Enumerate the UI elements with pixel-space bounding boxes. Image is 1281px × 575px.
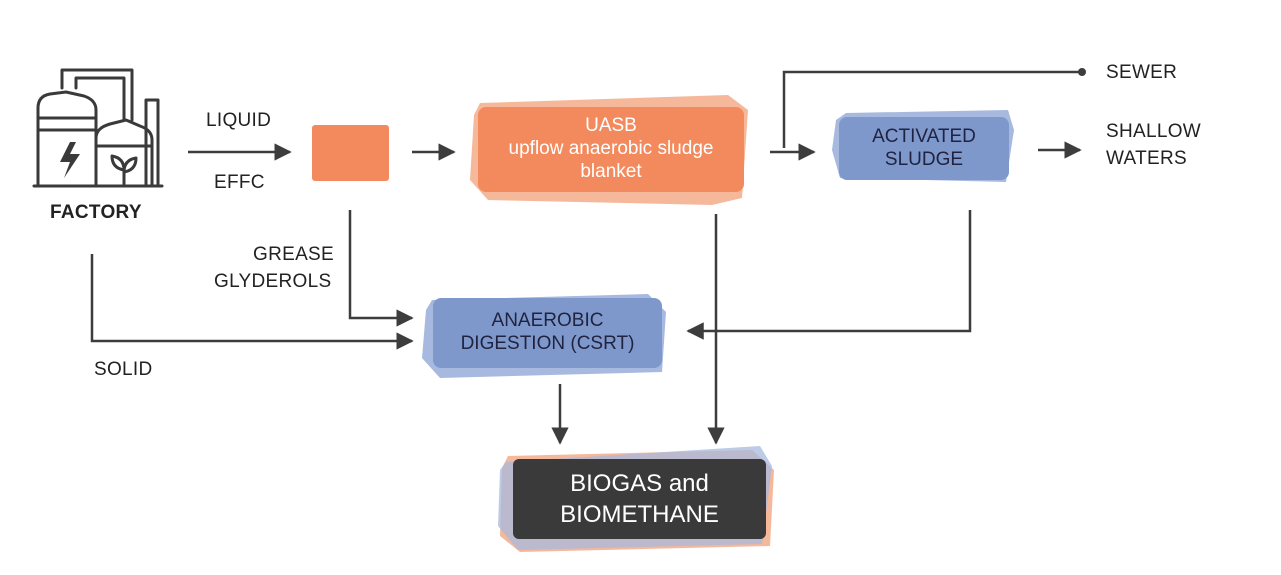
activated-sludge-box [832, 110, 1014, 182]
uasb-title: UASB [585, 115, 637, 137]
activated-sludge-text: ACTIVATED SLUDGE [839, 117, 1009, 180]
activated-line-2: SLUDGE [884, 148, 964, 170]
biogas-box [498, 446, 774, 552]
flow-arrows [90, 70, 1082, 445]
liquid-label: LIQUID [206, 110, 272, 131]
factory-icon [32, 68, 164, 188]
solid-label: SOLID [94, 359, 153, 380]
line-uasb-to-sewer [782, 70, 1082, 148]
waters-label: WATERS [1106, 148, 1187, 169]
glyderols-label: GLYDEROLS [214, 271, 332, 292]
factory-label: FACTORY [50, 202, 142, 223]
biogas-line-1: BIOGAS and [570, 469, 709, 497]
sewer-label: SEWER [1106, 62, 1178, 83]
shallow-label: SHALLOW [1106, 121, 1202, 142]
uasb-subtitle-2: blanket [580, 160, 642, 182]
biogas-line-2: BIOMETHANE [560, 501, 719, 528]
uasb-subtitle: upflow anaerobic sludge [508, 138, 714, 160]
sewer-dot [1078, 68, 1086, 76]
arrow-factory-to-digestion [90, 254, 414, 350]
uasb-box [470, 95, 748, 205]
effc-label: EFFC [214, 172, 265, 193]
anaerobic-digestion-box [422, 294, 666, 378]
effc-unit-box [312, 125, 389, 181]
arrow-activated-to-digestion [686, 210, 972, 340]
biogas-text: BIOGAS and BIOMETHANE [513, 459, 766, 539]
anaerobic-line-2: DIGESTION (CSRT) [460, 333, 635, 354]
anaerobic-digestion-text: ANAEROBIC DIGESTION (CSRT) [433, 298, 662, 368]
uasb-text: UASB upflow anaerobic sludge blanket [478, 107, 744, 192]
arrow-effc-to-digestion [348, 210, 414, 327]
anaerobic-line-1: ANAEROBIC [491, 310, 604, 332]
grease-label: GREASE [253, 244, 334, 265]
activated-line-1: ACTIVATED [872, 125, 976, 147]
